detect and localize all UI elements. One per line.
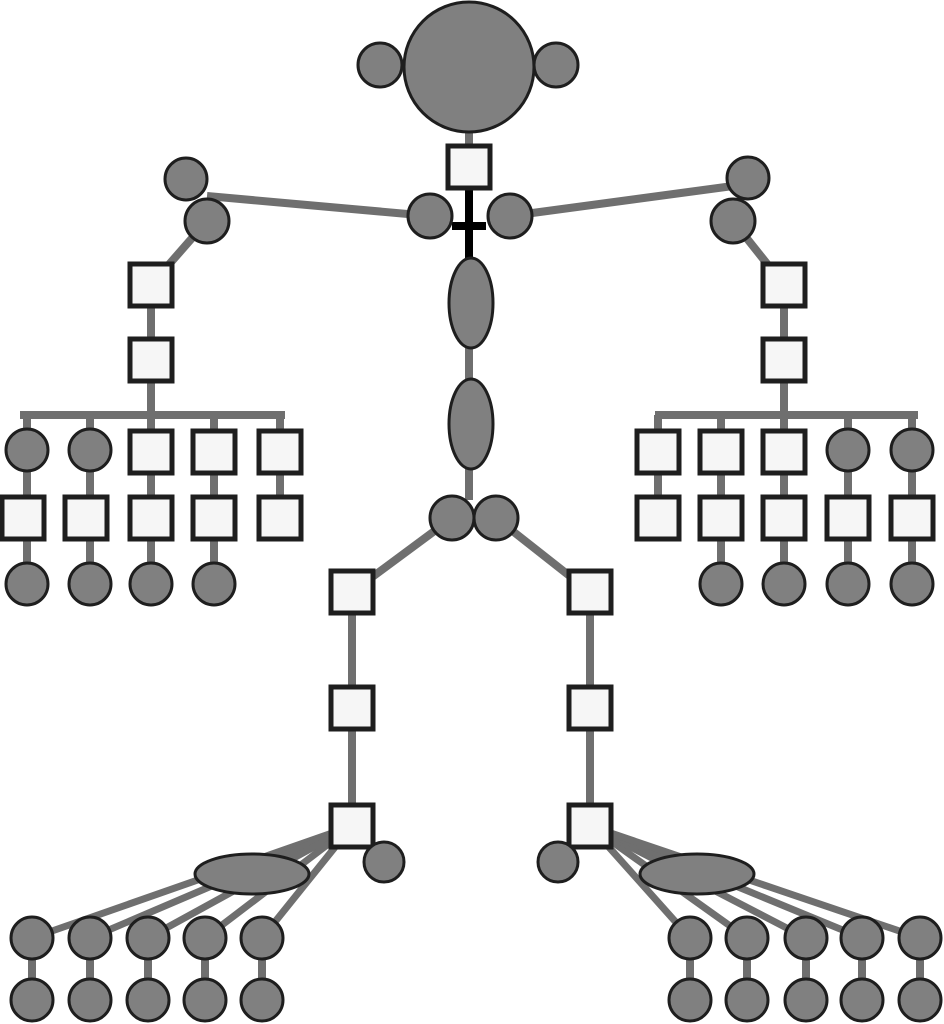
left-heel-circle — [362, 840, 406, 884]
right-toe-base-circle — [724, 915, 770, 961]
right-finger-base-box — [634, 428, 682, 476]
left-upper-arm-bone — [206, 192, 431, 220]
right-finger-tip-circle — [889, 561, 935, 607]
left-finger-mid-box — [127, 494, 175, 542]
left-finger-base-circle — [67, 427, 113, 473]
right-finger-base-box — [760, 428, 808, 476]
left-knee-box — [328, 568, 376, 616]
right-toe-tip-circle — [783, 977, 829, 1023]
left-ear-circle — [356, 41, 404, 89]
right-toe-tip-circle — [724, 977, 770, 1023]
right-clavicle-circle — [725, 155, 771, 201]
left-finger-tip-circle — [191, 561, 237, 607]
right-finger-base-circle — [825, 427, 871, 473]
right-foot-ellipse — [638, 852, 756, 896]
right-knee-box — [566, 568, 614, 616]
left-toe-base-circle — [9, 915, 55, 961]
upper-spine-ellipse — [447, 256, 495, 350]
left-finger-mid-box — [62, 494, 110, 542]
right-toe-base-circle — [783, 915, 829, 961]
left-toe-base-circle — [67, 915, 113, 961]
left-toe-base-circle — [239, 915, 285, 961]
right-elbow-box — [760, 261, 808, 309]
left-toe-base-circle — [182, 915, 228, 961]
left-finger-base-box — [127, 428, 175, 476]
right-finger-mid-box — [697, 494, 745, 542]
right-finger-mid-box — [760, 494, 808, 542]
right-hip-circle — [472, 494, 520, 542]
right-ankle-box — [566, 802, 614, 850]
left-finger-mid-box — [0, 494, 47, 542]
right-finger-tip-circle — [761, 561, 807, 607]
lower-spine-ellipse — [447, 377, 495, 471]
head-circle — [402, 0, 536, 134]
right-toe-tip-circle — [839, 977, 885, 1023]
right-shin-box — [566, 684, 614, 732]
right-wrist-box — [760, 336, 808, 384]
left-toe-tip-circle — [125, 977, 171, 1023]
right-finger-mid-box — [888, 494, 936, 542]
left-finger-tip-circle — [4, 561, 50, 607]
left-hip-circle — [428, 494, 476, 542]
left-toe-tip-circle — [9, 977, 55, 1023]
right-shoulder-joint-circle — [709, 197, 757, 245]
right-toe-base-circle — [839, 915, 885, 961]
right-toe-tip-circle — [897, 977, 943, 1023]
left-finger-tip-circle — [128, 561, 174, 607]
left-shoulder-circle — [406, 192, 454, 240]
right-finger-mid-box — [634, 494, 682, 542]
right-heel-circle — [536, 840, 580, 884]
left-finger-mid-box — [256, 494, 304, 542]
left-foot-ellipse — [193, 852, 311, 896]
left-ankle-box — [328, 802, 376, 850]
right-finger-mid-box — [824, 494, 872, 542]
left-toe-base-circle — [125, 915, 171, 961]
right-finger-base-box — [697, 428, 745, 476]
left-shoulder-joint-circle — [183, 197, 231, 245]
right-finger-tip-circle — [698, 561, 744, 607]
left-finger-mid-box — [190, 494, 238, 542]
right-toe-base-circle — [897, 915, 943, 961]
left-finger-tip-circle — [67, 561, 113, 607]
right-upper-arm-bone — [509, 182, 734, 220]
neck-box — [445, 143, 493, 191]
right-toe-tip-circle — [667, 977, 713, 1023]
left-clavicle-circle — [163, 156, 209, 202]
left-shin-box — [328, 684, 376, 732]
right-shoulder-circle — [486, 192, 534, 240]
left-finger-base-box — [256, 428, 304, 476]
left-toe-tip-circle — [182, 977, 228, 1023]
left-elbow-box — [127, 261, 175, 309]
left-toe-tip-circle — [67, 977, 113, 1023]
left-finger-base-circle — [4, 427, 50, 473]
right-finger-tip-circle — [825, 561, 871, 607]
left-finger-base-box — [190, 428, 238, 476]
left-toe-tip-circle — [239, 977, 285, 1023]
right-finger-base-circle — [889, 427, 935, 473]
right-ear-circle — [532, 41, 580, 89]
left-wrist-box — [127, 336, 175, 384]
right-toe-base-circle — [667, 915, 713, 961]
